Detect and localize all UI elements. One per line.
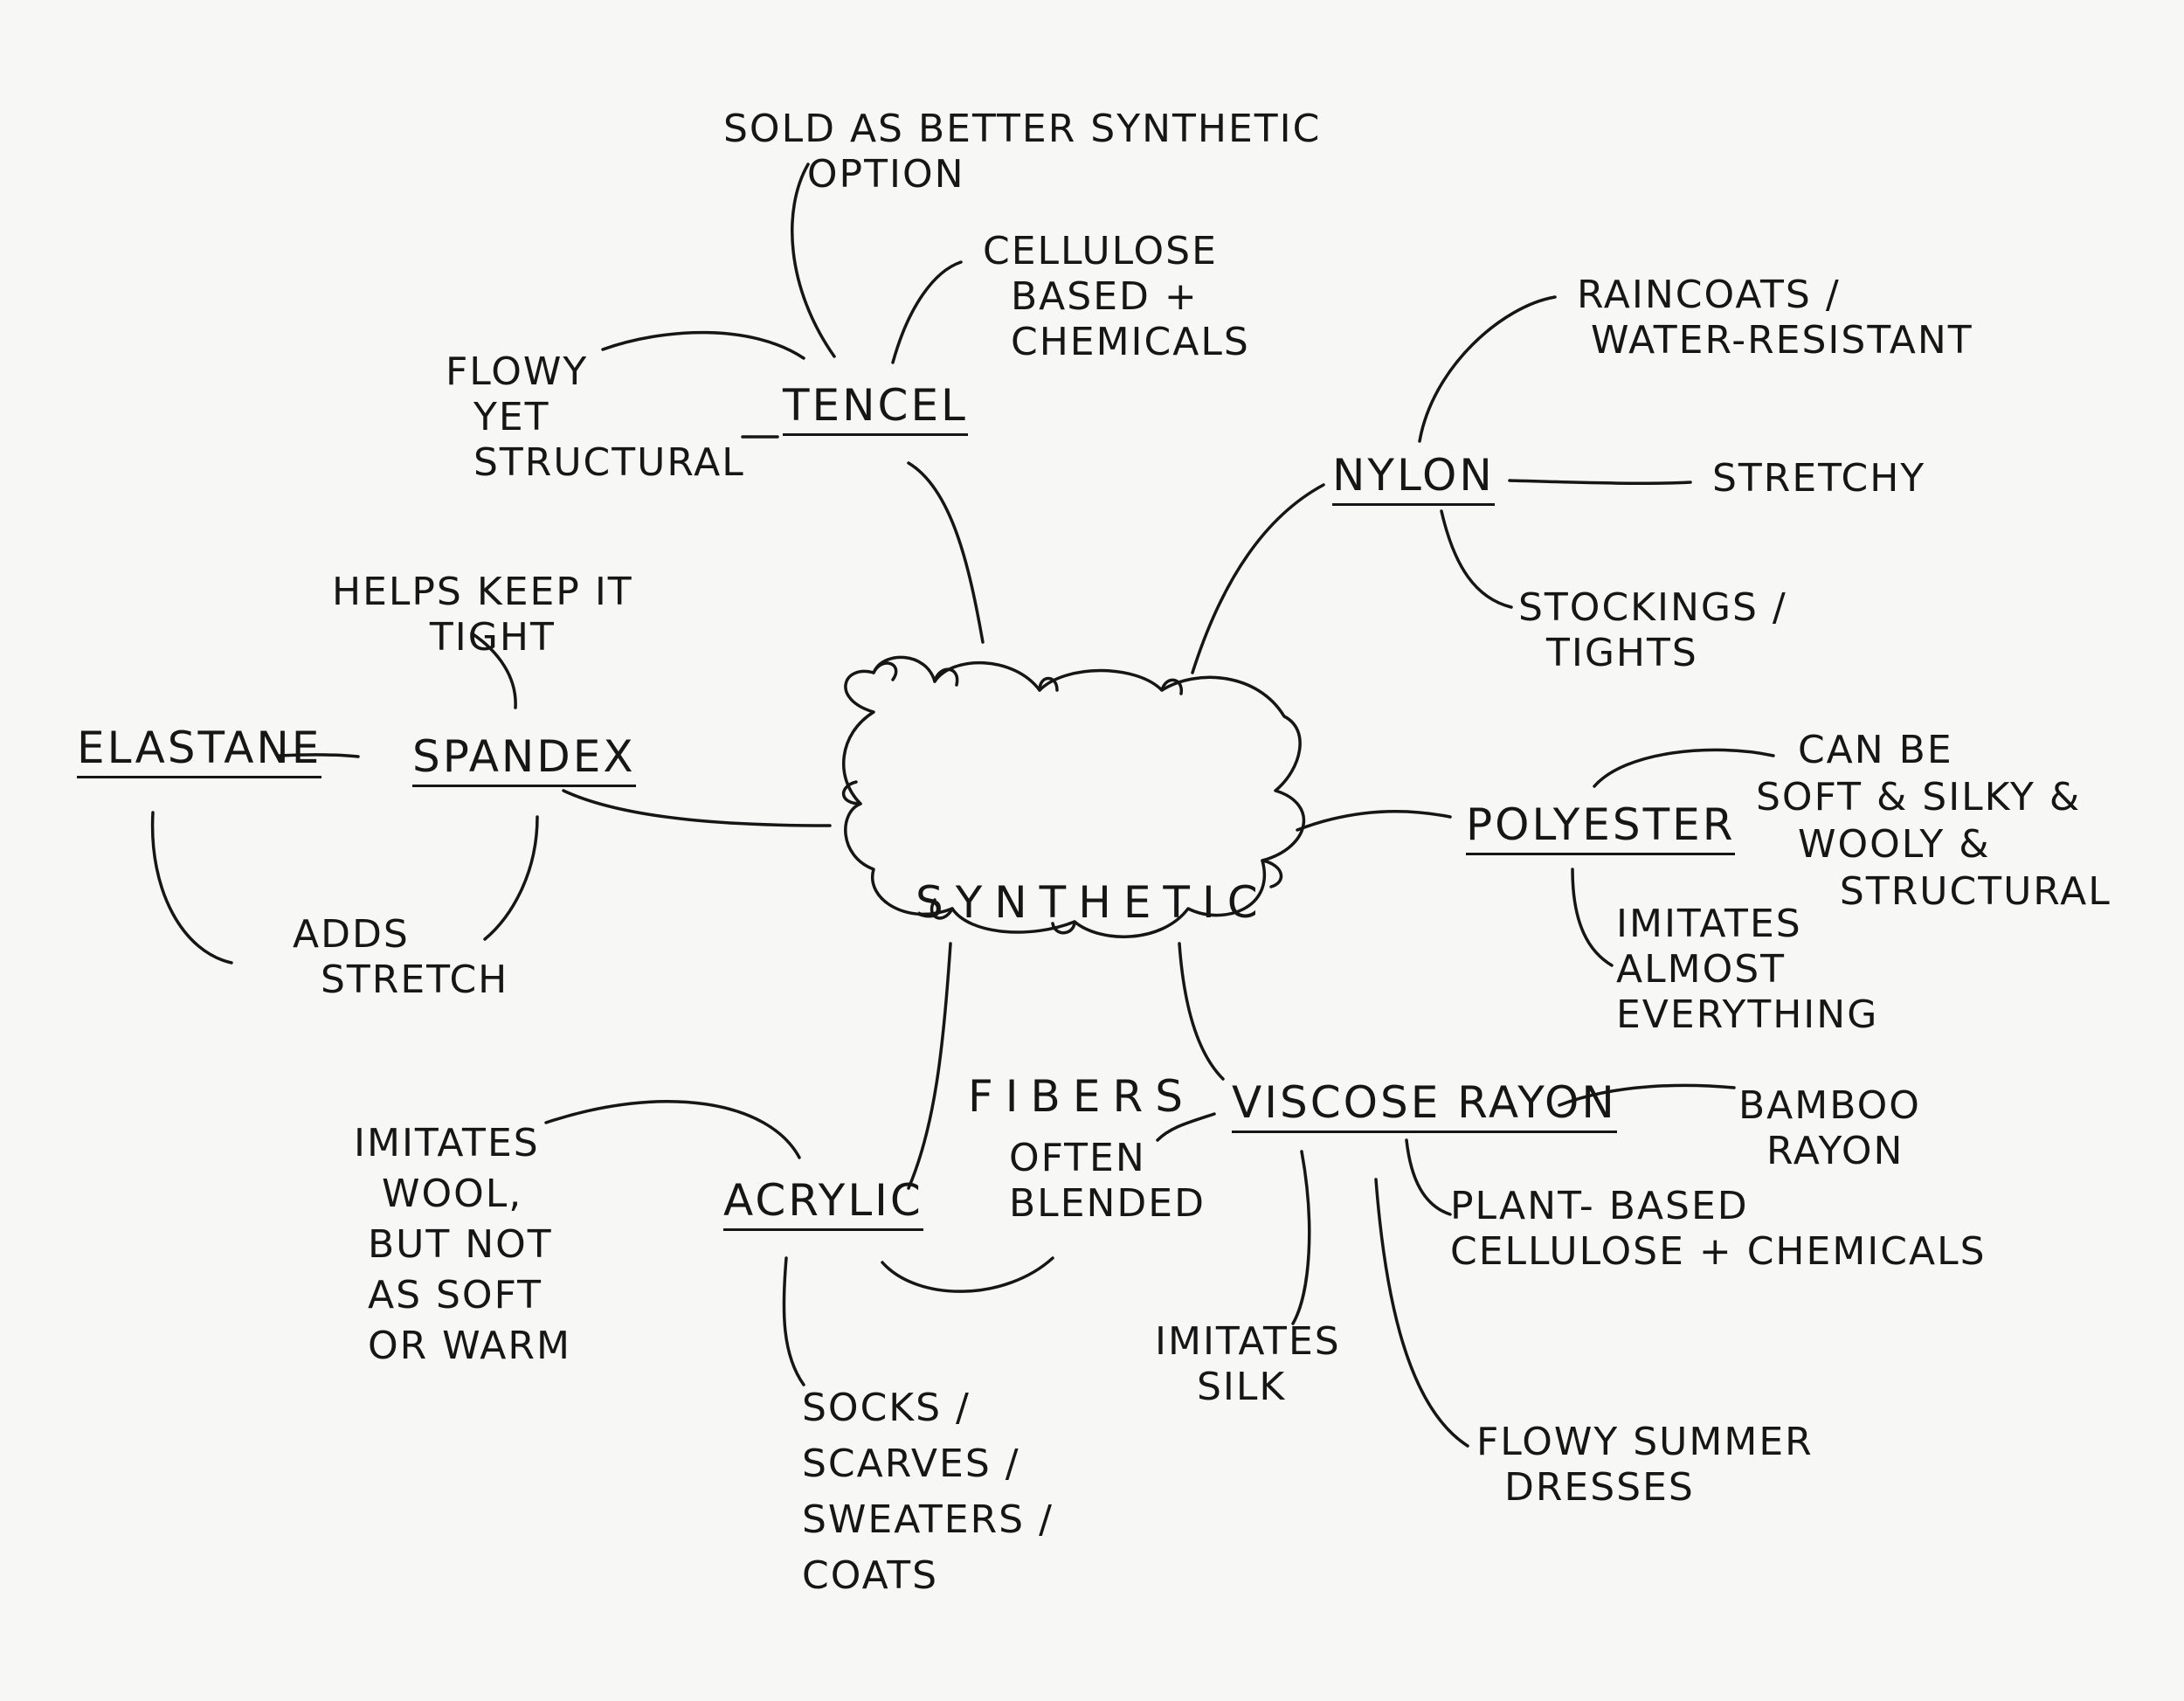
node-viscose-rayon[interactable]: VISCOSE RAYON: [1232, 1080, 1617, 1133]
link-viscose-bamboo: [1558, 1083, 1736, 1107]
node-polyester[interactable]: POLYESTER: [1466, 802, 1736, 855]
note-spandex-helps: HELPS KEEP IT TIGHT: [332, 570, 633, 660]
note-nylon-stretchy: STRETCHY: [1712, 456, 1926, 501]
note-nylon-raincoats: RAINCOATS / WATER-RESISTANT: [1577, 273, 1973, 363]
note-polyester-imitates: IMITATES ALMOST EVERYTHING: [1616, 902, 1879, 1037]
node-spandex[interactable]: SPANDEX: [412, 734, 636, 787]
note-tencel-flowy: FLOWY YET STRUCTURAL: [446, 349, 745, 485]
link-center-acrylic: [907, 942, 952, 1190]
link-viscose-plant: [1405, 1138, 1452, 1216]
node-acrylic[interactable]: ACRYLIC: [723, 1178, 923, 1231]
link-tencel-flowy: [601, 330, 805, 360]
note-viscose-bamboo: BAMBOO RAYON: [1738, 1083, 1921, 1173]
note-viscose-plant: PLANT- BASED CELLULOSE + CHEMICALS: [1450, 1184, 1987, 1274]
link-spandex-adds: [483, 815, 539, 941]
note-acrylic-imitates: IMITATES WOOL, BUT NOT AS SOFT OR WARM: [354, 1121, 571, 1368]
note-tencel-cellulose: CELLULOSE BASED + CHEMICALS: [983, 229, 1250, 364]
node-nylon[interactable]: NYLON: [1332, 453, 1495, 506]
link-viscose-flowy: [1374, 1178, 1469, 1448]
note-viscose-flowy: FLOWY SUMMER DRESSES: [1476, 1420, 1814, 1510]
link-nylon-stockings: [1440, 509, 1513, 609]
link-nylon-stretchy: [1508, 479, 1692, 486]
link-center-polyester: [1296, 810, 1452, 832]
note-acrylic-socks: SOCKS / SCARVES / SWEATERS / COATS: [802, 1386, 1054, 1598]
node-tencel[interactable]: TENCEL: [783, 383, 968, 436]
link-viscose-silk: [1291, 1150, 1311, 1325]
note-nylon-stockings: STOCKINGS / TIGHTS: [1518, 585, 1787, 675]
note-viscose-silk: IMITATES SILK: [1155, 1319, 1341, 1409]
link-tencel-cellulose: [891, 260, 963, 364]
node-elastane[interactable]: ELASTANE: [77, 725, 322, 778]
link-polyester-canbe: [1593, 748, 1775, 788]
link-acrylic-imitates: [544, 1099, 801, 1159]
link-tencel-sold: [791, 162, 836, 358]
link-acrylic-often: [881, 1256, 1054, 1293]
link-center-nylon: [1191, 483, 1325, 674]
link-center-spandex: [562, 789, 832, 827]
center-topic: SYNTHETIC FIBERS: [916, 741, 1270, 1258]
link-polyester-imitates: [1571, 868, 1614, 967]
link-center-viscose: [1178, 942, 1225, 1081]
link-acrylic-socks: [782, 1256, 805, 1386]
link-spandex-helps: [470, 632, 517, 709]
note-spandex-adds: ADDS STRETCH: [293, 912, 509, 1002]
link-center-tencel: [907, 461, 985, 644]
link-nylon-raincoats: [1418, 295, 1557, 443]
link-viscose-often: [1156, 1112, 1216, 1142]
note-polyester-canbe: CAN BE SOFT & SILKY & WOOLY & STRUCTURAL: [1756, 728, 2111, 914]
center-line-2: FIBERS: [968, 1071, 1195, 1122]
link-elastane-adds: [150, 811, 233, 965]
note-tencel-sold: SOLD AS BETTER SYNTHETIC OPTION: [723, 107, 1322, 197]
link-spandex-elastane: [278, 753, 360, 758]
note-viscose-often: OFTEN BLENDED: [1009, 1136, 1206, 1226]
center-line-1: SYNTHETIC: [916, 877, 1270, 928]
